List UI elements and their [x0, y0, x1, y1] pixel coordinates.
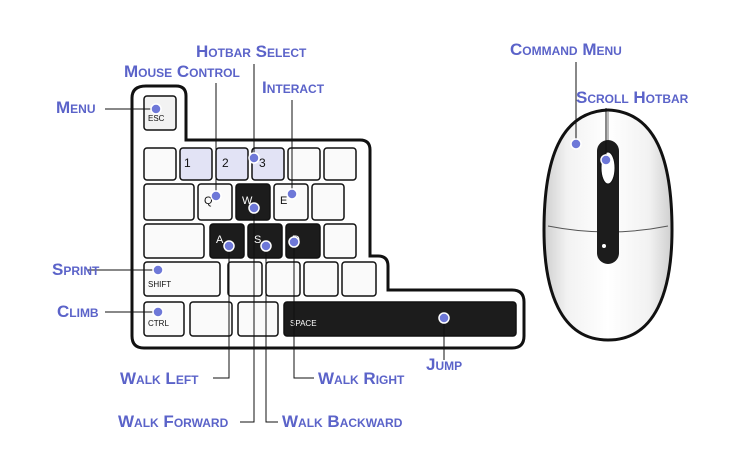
key-c	[303, 261, 339, 297]
label-jump: Jump	[426, 355, 462, 374]
label-walk-backward: Walk Backward	[282, 412, 403, 431]
key-f	[323, 223, 357, 259]
key-a-label: A	[216, 234, 224, 246]
key-2: 2	[215, 147, 249, 181]
key-1-label: 1	[184, 156, 191, 170]
key-3: 3	[251, 147, 285, 181]
key-w-label: W	[242, 195, 253, 207]
label-hotbar-select: Hotbar Select	[196, 42, 307, 61]
key-ctrl: CTRL	[143, 301, 185, 337]
key-x	[265, 261, 301, 297]
key-tilde	[143, 147, 177, 181]
key-e: E	[273, 183, 309, 221]
key-space-label: SPACE	[290, 319, 317, 328]
label-sprint: Sprint	[52, 260, 100, 279]
label-mouse-control: Mouse Control	[124, 62, 240, 81]
key-shift-label: SHIFT	[148, 280, 171, 289]
key-w: W	[235, 183, 271, 221]
key-q-label: Q	[204, 195, 213, 207]
label-climb: Climb	[57, 302, 99, 321]
mouse	[542, 108, 674, 342]
label-scroll-hotbar: Scroll Hotbar	[576, 88, 689, 107]
key-ctrl-label: CTRL	[148, 319, 169, 328]
key-z	[227, 261, 263, 297]
key-alt	[237, 301, 279, 337]
callout-dots	[150, 103, 612, 324]
key-s-label: S	[254, 234, 261, 246]
label-menu: Menu	[56, 98, 96, 117]
label-command-menu: Command Menu	[510, 40, 622, 59]
key-v	[341, 261, 377, 297]
key-3-label: 3	[259, 156, 266, 170]
key-1: 1	[179, 147, 213, 181]
label-walk-left: Walk Left	[120, 369, 199, 388]
key-e-label: E	[280, 195, 287, 207]
callout-lines	[88, 62, 607, 423]
key-5	[323, 147, 357, 181]
label-interact: Interact	[262, 78, 325, 97]
key-4	[287, 147, 321, 181]
key-caps	[143, 223, 205, 259]
key-r	[311, 183, 345, 221]
key-win	[189, 301, 233, 337]
key-space: SPACE	[283, 301, 517, 337]
key-esc-label: ESC	[148, 114, 165, 123]
key-tab	[143, 183, 195, 221]
label-walk-right: Walk Right	[318, 369, 405, 388]
key-2-label: 2	[222, 156, 229, 170]
key-q: Q	[197, 183, 233, 221]
label-walk-forward: Walk Forward	[118, 412, 229, 431]
